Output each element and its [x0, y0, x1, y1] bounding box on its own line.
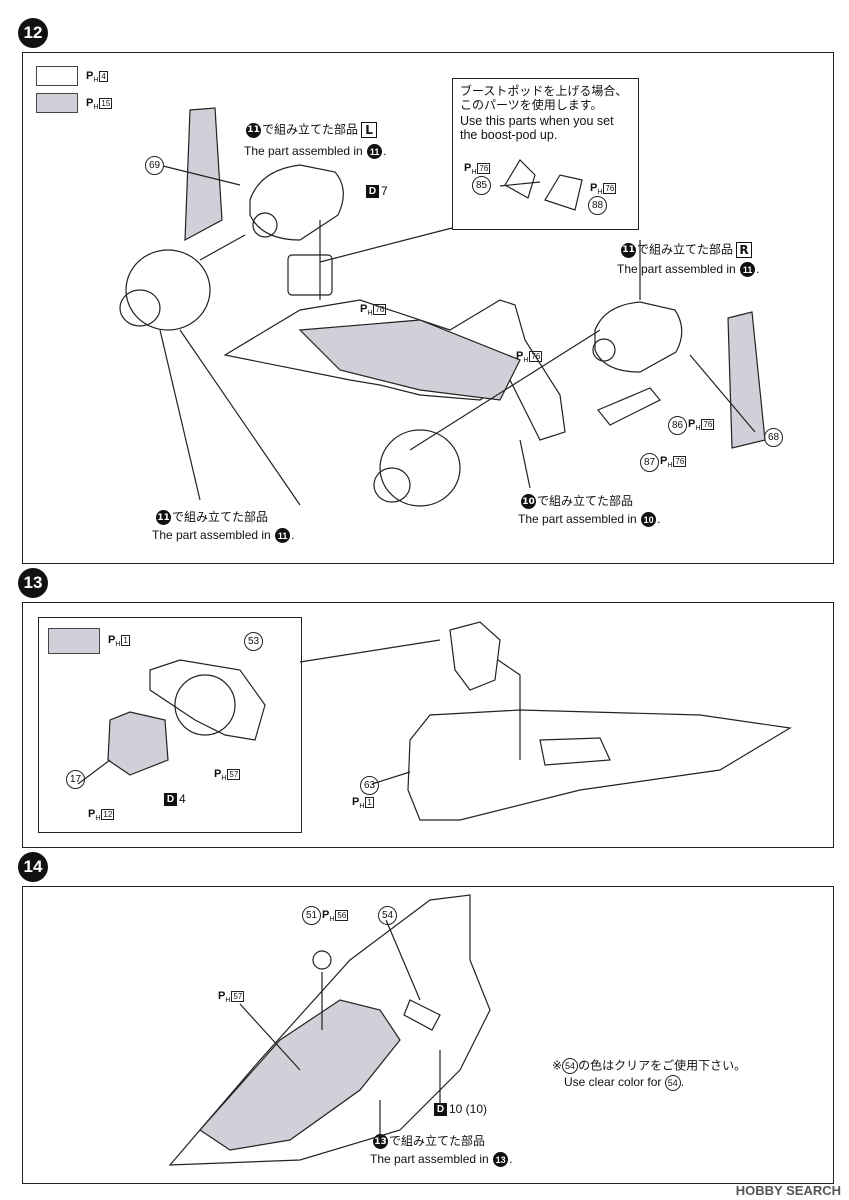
watermark: HOBBY SEARCH: [735, 1183, 841, 1198]
part-68: 68: [764, 428, 783, 447]
callout-en-line2: the boost-pod up.: [460, 128, 558, 142]
part-86: 86: [668, 416, 687, 435]
step-12-badge: 12: [18, 18, 48, 48]
assembled-13-en: The part assembled in 13.: [370, 1152, 513, 1168]
part-63: 63: [360, 776, 379, 795]
color-swatch-white: [36, 66, 78, 86]
part-53: 53: [244, 632, 263, 651]
step-13-inset-box: [38, 617, 302, 833]
color-swatch-gray-13: [48, 628, 100, 654]
part-51: 51: [302, 906, 321, 925]
part-17: 17: [66, 770, 85, 789]
assembled-11-r-en: The part assembled in 11.: [617, 262, 760, 278]
part-88: 88: [588, 196, 607, 215]
part-54: 54: [378, 906, 397, 925]
callout-jp-line2: このパーツを使用します。: [460, 98, 603, 112]
callout-en-line1: Use this parts when you set: [460, 114, 614, 128]
assembled-11-l-en: The part assembled in 11.: [244, 144, 387, 160]
part-85: 85: [472, 176, 491, 195]
step-12-panel: [22, 52, 834, 564]
step-14-badge: 14: [18, 852, 48, 882]
assembled-10-en: The part assembled in 10.: [518, 512, 661, 528]
color-swatch-gray: [36, 93, 78, 113]
clear-color-note-en: Use clear color for 54.: [564, 1075, 685, 1091]
step-13-badge: 13: [18, 568, 48, 598]
part-69: 69: [145, 156, 164, 175]
assembled-11-bottom-en: The part assembled in 11.: [152, 528, 295, 544]
callout-jp-line1: ブーストポッドを上げる場合、: [460, 84, 628, 98]
part-87: 87: [640, 453, 659, 472]
